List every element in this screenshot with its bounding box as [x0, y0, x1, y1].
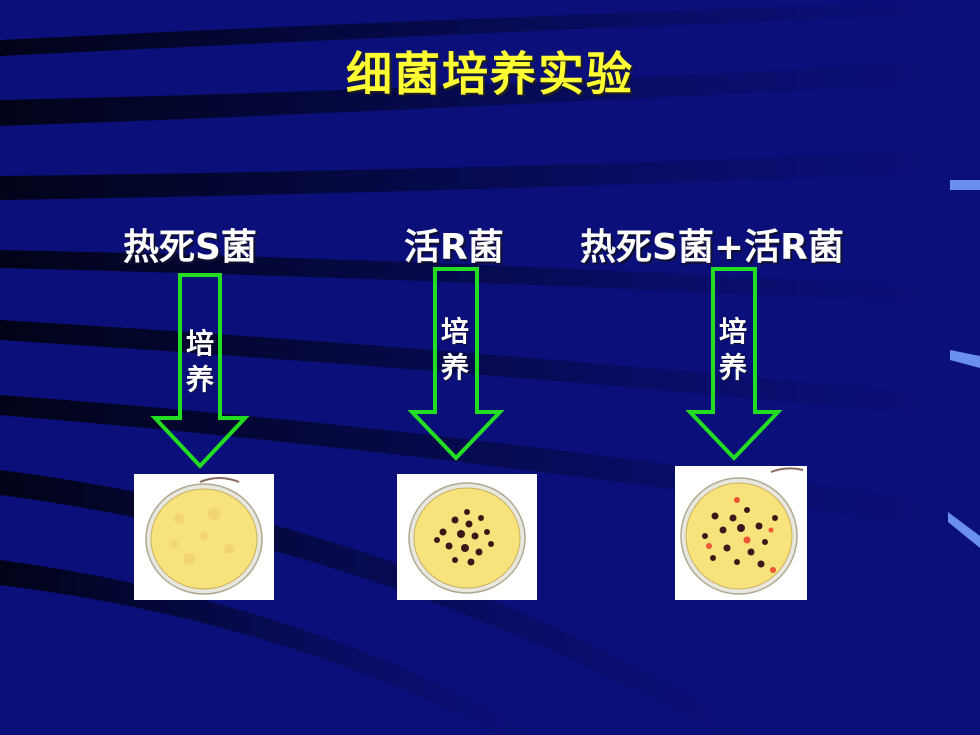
column-label-live-r: 活R菌 [404, 227, 504, 268]
down-arrow-icon [407, 267, 505, 461]
down-arrow-icon [150, 273, 250, 469]
column-label-heat-killed-s: 热死S菌 [123, 227, 257, 268]
arrow-label-culture: 培养 [440, 315, 469, 384]
slide-title: 细菌培养实验 [346, 47, 634, 101]
arrow-label-culture: 培养 [185, 327, 214, 396]
down-arrow-icon [686, 267, 783, 461]
column-label-heat-killed-s-plus-live-r: 热死S菌+活R菌 [580, 227, 844, 268]
petri-dish-r-and-s-colonies [675, 466, 807, 600]
petri-dish-r-colonies [397, 474, 537, 600]
petri-dish-no-colonies [134, 474, 274, 600]
arrow-label-culture: 培养 [718, 315, 747, 384]
